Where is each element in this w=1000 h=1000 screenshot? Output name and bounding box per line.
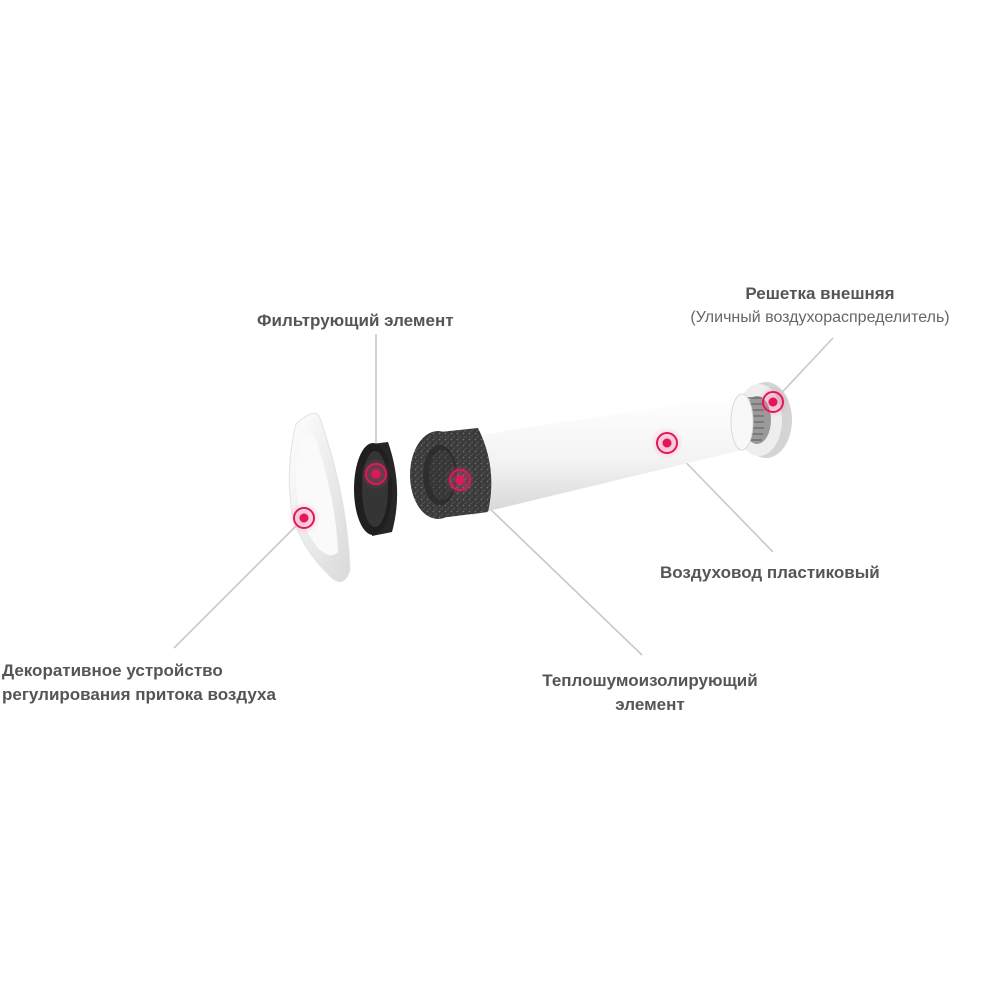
decorative-diffuser [288,412,351,583]
label-grille-title: Решетка внешняя [745,284,895,303]
label-insulation-element: Теплошумоизолирующий элемент [505,669,795,717]
label-decorative-line1: Декоративное устройство [2,661,223,680]
label-decorative-line2: регулирования притока воздуха [2,685,276,704]
label-insulation-line2: элемент [615,695,685,714]
marker-grille[interactable] [757,386,789,418]
label-grille-subtitle: (Уличный воздухораспределитель) [690,309,950,326]
label-plastic-duct: Воздуховод пластиковый [660,561,880,585]
marker-insulation[interactable] [444,464,476,496]
label-insulation-line1: Теплошумоизолирующий [542,671,758,690]
label-filter-text: Фильтрующий элемент [257,311,454,330]
label-filter-element: Фильтрующий элемент [257,309,454,333]
marker-duct[interactable] [651,427,683,459]
plastic-duct [472,393,754,515]
marker-decorative[interactable] [288,502,320,534]
label-duct-text: Воздуховод пластиковый [660,563,880,582]
leader-decorative [173,517,305,649]
label-decorative-device: Декоративное устройство регулирования пр… [2,659,276,707]
label-outdoor-grille: Решетка внешняя (Уличный воздухораспреде… [640,282,1000,330]
marker-filter[interactable] [360,458,392,490]
